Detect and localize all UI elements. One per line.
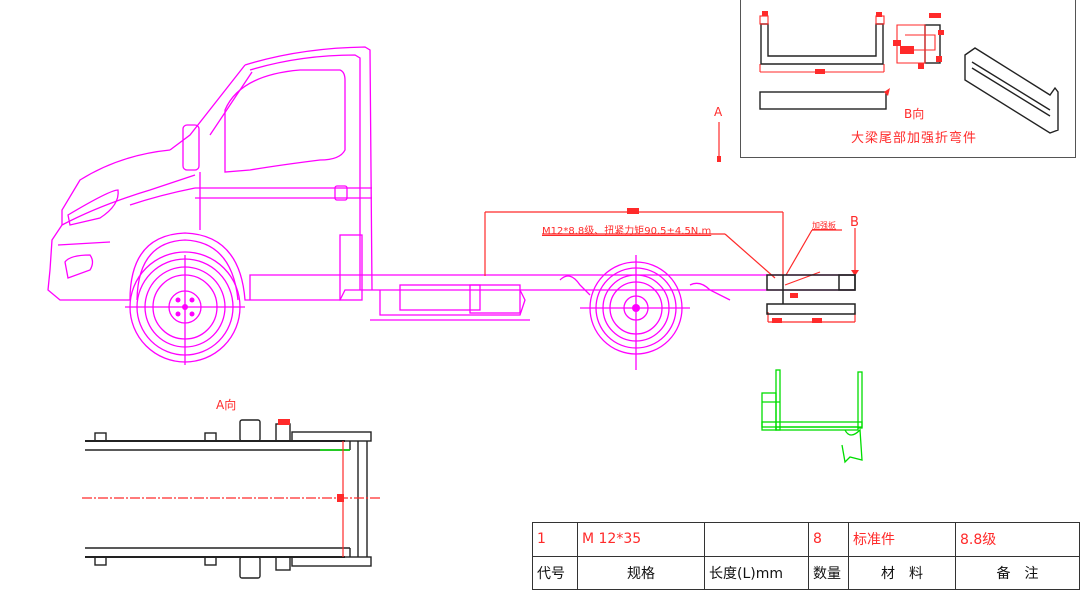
view-a-title: A向	[216, 398, 237, 412]
header-qty: 数量	[808, 555, 849, 590]
detail-b-view-label: B向	[904, 107, 925, 121]
view-a-arrow-label: A	[714, 105, 723, 119]
plate-annotation: 加强板	[812, 221, 836, 230]
header-length: 长度(L)mm	[704, 555, 809, 590]
table-row: 1 M 12*35 8 标准件 8.8级	[532, 522, 1080, 557]
header-spec: 规格	[577, 555, 705, 590]
cell-code: 1	[532, 522, 578, 557]
bracket-section	[761, 369, 863, 464]
cell-spec: M 12*35	[577, 522, 705, 557]
detail-b-frame	[740, 0, 1076, 158]
cell-note: 8.8级	[955, 522, 1080, 557]
a-view-plan	[85, 419, 372, 579]
header-material: 材 料	[848, 555, 956, 590]
table-header-row: 代号 规格 长度(L)mm 数量 材 料 备 注	[532, 555, 1080, 590]
truck-side-view	[47, 46, 855, 370]
cell-length	[704, 522, 809, 557]
header-code: 代号	[532, 555, 578, 590]
cell-qty: 8	[808, 522, 849, 557]
detail-b-drawings	[759, 23, 1059, 134]
detail-b-caption: 大梁尾部加强折弯件	[851, 131, 978, 146]
cell-material: 标准件	[848, 522, 956, 557]
title-block-table: 1 M 12*35 8 标准件 8.8级 代号 规格 长度(L)mm 数量 材 …	[532, 522, 1080, 590]
bolt-annotation: M12*8.8级、扭紧力矩90.5±4.5N.m	[542, 226, 712, 237]
view-b-arrow-label: B	[850, 215, 859, 230]
header-note: 备 注	[955, 555, 1080, 590]
